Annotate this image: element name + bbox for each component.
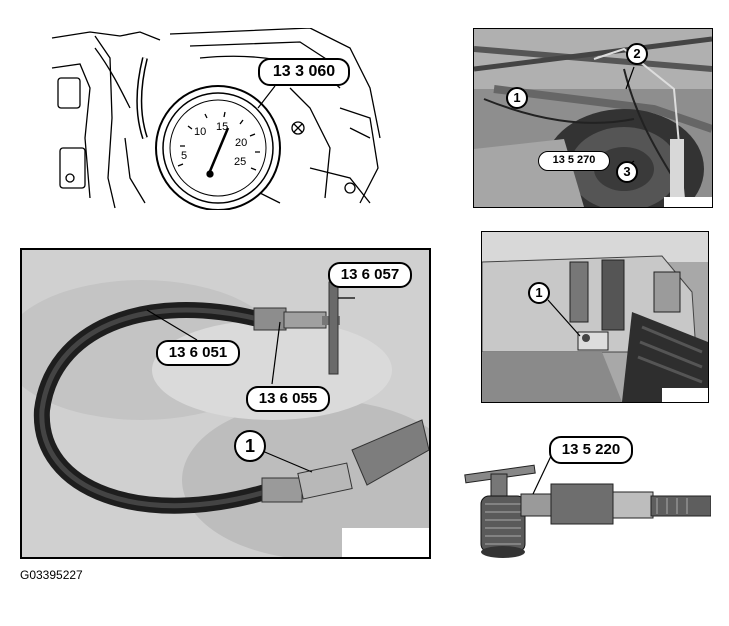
hose-label-13-6-057: 13 6 057 bbox=[328, 262, 412, 288]
gauge-drawing bbox=[51, 28, 381, 210]
figure-id: G03395227 bbox=[20, 568, 83, 582]
gauge-scale-10: 10 bbox=[194, 126, 207, 138]
gauge-scale-20: 20 bbox=[235, 137, 248, 149]
gauge-scale-5: 5 bbox=[181, 150, 188, 162]
gauge-drawing-panel: 5 10 15 20 25 13 3 060 bbox=[50, 28, 385, 210]
hose-photo-panel: 13 6 057 13 6 051 13 6 055 1 bbox=[20, 248, 431, 559]
engine-callout-3: 3 bbox=[616, 161, 638, 183]
hose-label-13-6-051: 13 6 051 bbox=[156, 340, 240, 366]
gauge-scale-25: 25 bbox=[234, 156, 247, 168]
engine-callout-1: 1 bbox=[506, 87, 528, 109]
valve-photo bbox=[464, 455, 711, 558]
valve-photo-panel: 13 5 220 bbox=[461, 434, 711, 564]
bracket-photo bbox=[482, 232, 708, 402]
engine-callout-2: 2 bbox=[626, 43, 648, 65]
engine-photo-panel: 1 2 3 13 5 270 bbox=[473, 28, 713, 208]
gauge-tool-label: 13 3 060 bbox=[258, 58, 350, 86]
valve-tool-label: 13 5 220 bbox=[549, 436, 633, 464]
bracket-callout-1: 1 bbox=[528, 282, 550, 304]
engine-tool-label: 13 5 270 bbox=[538, 151, 610, 171]
hose-label-13-6-055: 13 6 055 bbox=[246, 386, 330, 412]
hose-photo bbox=[22, 250, 429, 557]
engine-photo bbox=[474, 29, 712, 207]
gauge-scale-15: 15 bbox=[216, 121, 229, 133]
bracket-photo-panel: 1 bbox=[481, 231, 709, 403]
hose-callout-1: 1 bbox=[234, 430, 266, 462]
